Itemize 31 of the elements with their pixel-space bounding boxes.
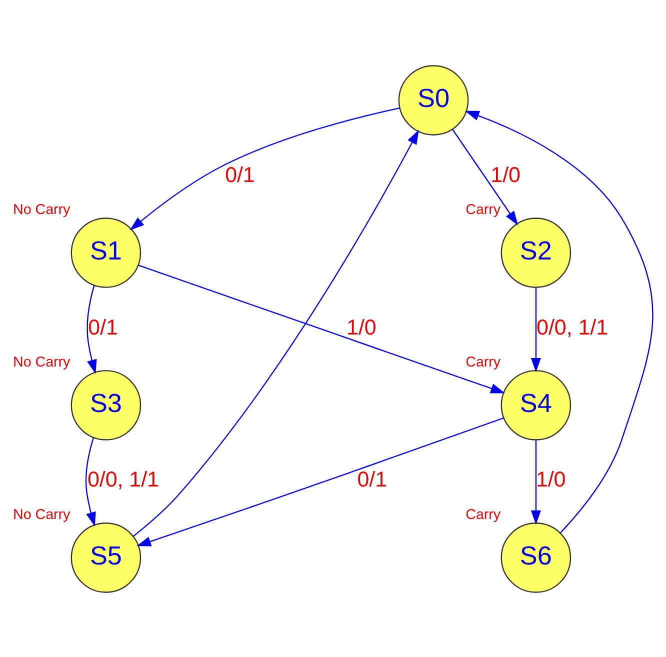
edge-label: 0/1: [88, 314, 118, 339]
node-label: Carry: [466, 354, 501, 370]
node-circle: S2: [500, 217, 572, 288]
arrow: [530, 287, 541, 372]
node-label: No Carry: [13, 354, 70, 370]
node-circle: S4: [500, 370, 572, 440]
node-circle: S5: [70, 522, 142, 592]
node-label: No Carry: [13, 202, 70, 218]
edge-label: 1/0: [490, 162, 520, 186]
arrow: [132, 129, 419, 536]
edge-label: 0/0, 1/1: [536, 314, 608, 339]
arrow: [130, 106, 400, 230]
node-label: Carry: [466, 202, 501, 218]
node-circle: S1: [70, 217, 142, 288]
edge-label: 1/0: [346, 314, 376, 339]
arrow: [530, 440, 541, 524]
arrow: [86, 284, 97, 374]
node-circle: S6: [500, 522, 572, 592]
node-label: No Carry: [13, 506, 70, 523]
arrow: [464, 110, 654, 533]
node-label: Carry: [466, 506, 501, 523]
node-circle: S3: [70, 370, 142, 440]
arrow: [452, 128, 518, 225]
edge-label: 0/0, 1/1: [87, 467, 159, 492]
edge-label: 1/0: [536, 467, 566, 492]
node-circle: S0: [398, 64, 469, 135]
arrow: [136, 417, 504, 546]
edge-label: 0/1: [357, 467, 388, 492]
arrow: [138, 264, 505, 393]
arrow: [85, 436, 96, 526]
edge-label: 0/1: [225, 162, 255, 186]
